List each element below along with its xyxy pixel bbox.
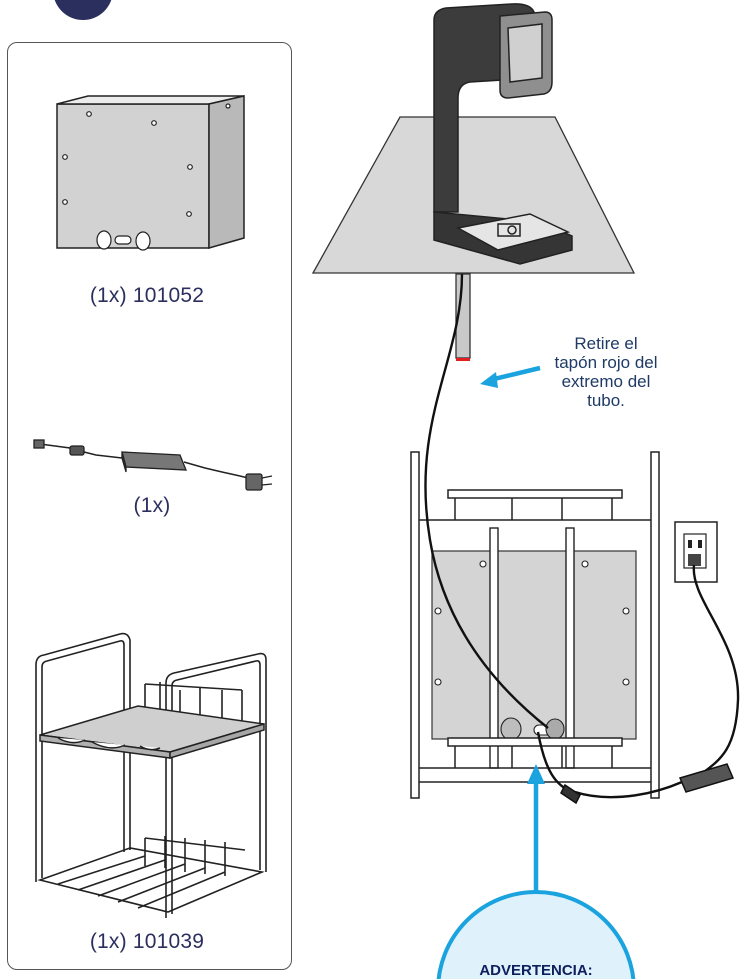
part-caption-rack: (1x) 101039 [89, 930, 205, 953]
remove-red-cap-note: Retire el tapón rojo del extremo del tub… [548, 334, 664, 410]
note-line-4: tubo. [587, 391, 625, 410]
part-caption-adapter: (1x) [133, 494, 171, 517]
part-caption-enclosure: (1x) 101052 [89, 284, 205, 307]
note-line-3: extremo del [561, 372, 651, 391]
note-line-2: tapón rojo del [554, 353, 658, 372]
warning-label: ADVERTENCIA: [479, 962, 593, 979]
note-line-1: Retire el [574, 334, 638, 353]
